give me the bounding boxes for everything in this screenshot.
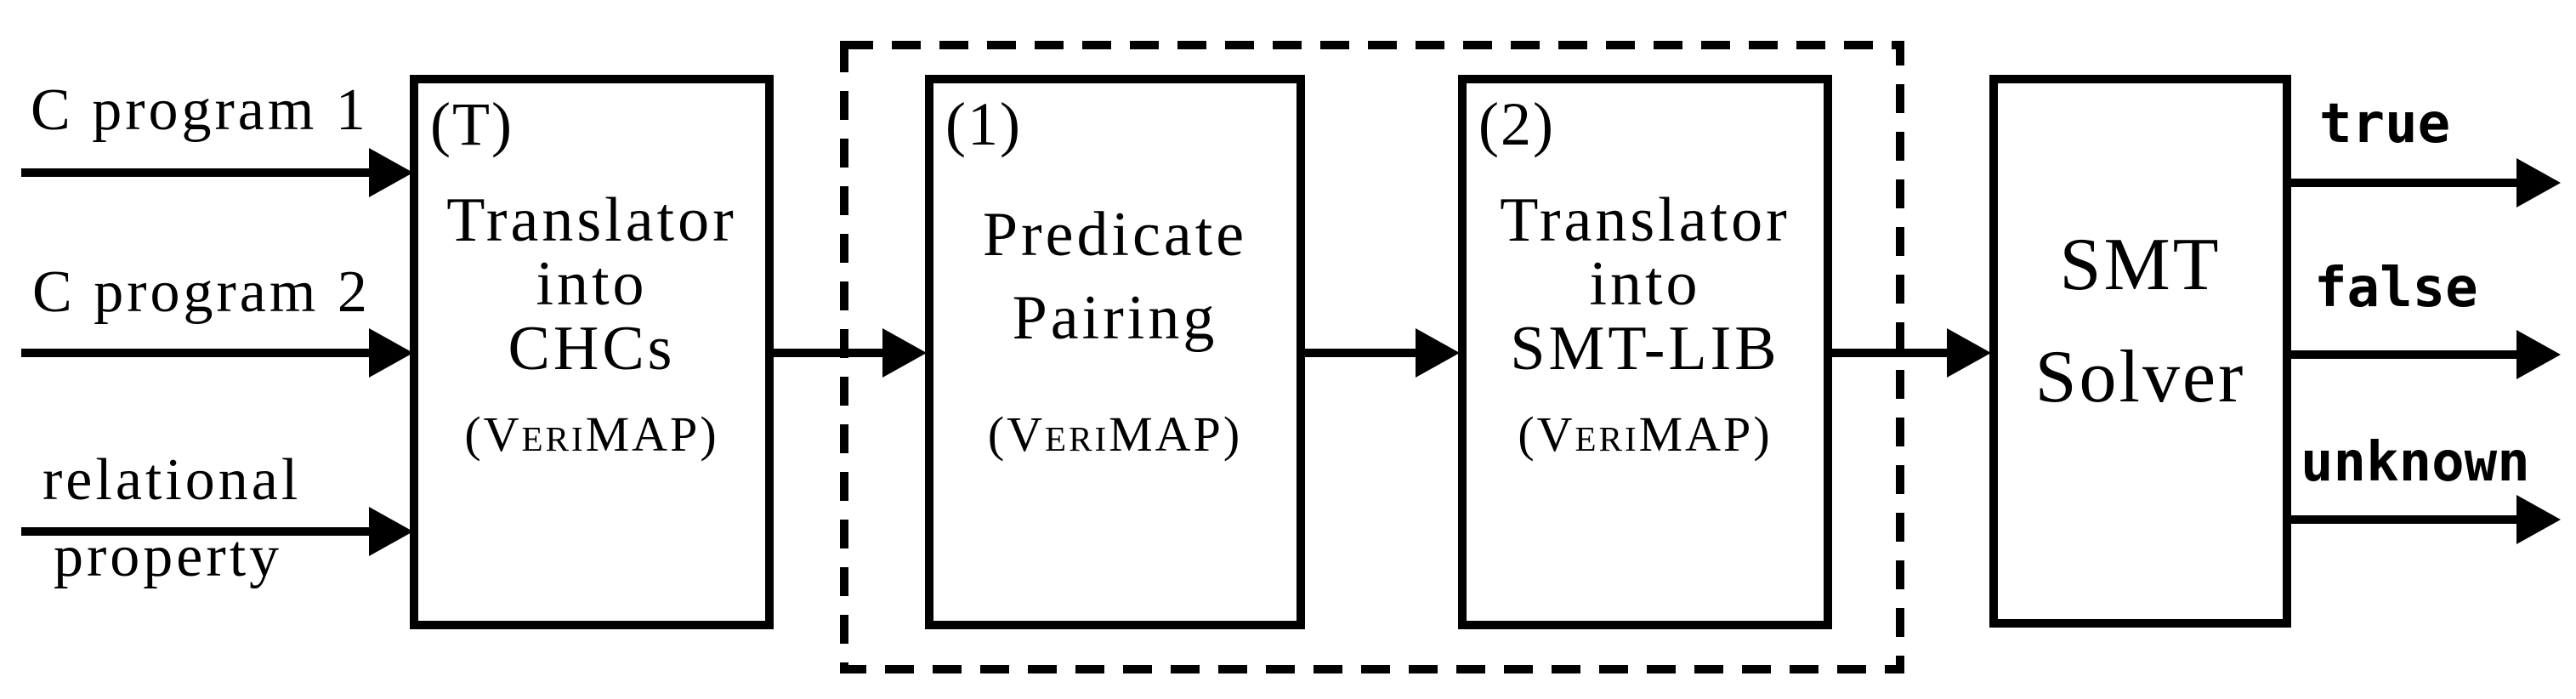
box-title: Translator into CHCs: [418, 185, 765, 384]
box-title: SMT Solver: [1998, 209, 2283, 434]
dashed-rectangle: [840, 41, 1904, 673]
arrow-shaft: [2289, 515, 2516, 524]
arrowhead-icon: [1416, 328, 1460, 378]
arrow-shaft: [774, 349, 882, 357]
output-label-unknown: unknown: [2301, 431, 2530, 494]
box-title: Translator into SMT-LIB: [1467, 185, 1824, 384]
arrowhead-icon: [882, 328, 927, 378]
box-title-line: SMT-LIB: [1510, 313, 1780, 384]
arrowhead-icon: [369, 148, 413, 197]
box-tag: (2): [1478, 90, 1555, 158]
box-title-line: into: [536, 249, 648, 320]
box-tool-label: (VeriMAP): [464, 406, 719, 462]
box-translator-into-smtlib: (2) Translator into SMT-LIB (VeriMAP): [1458, 75, 1832, 629]
arrowhead-icon: [2516, 158, 2561, 207]
box-title-line: Predicate: [982, 200, 1248, 270]
arrow-shaft: [21, 349, 369, 357]
arrow-shaft: [21, 168, 369, 177]
box-tag: (1): [945, 90, 1022, 158]
input-label-c-program-2: C program 2: [32, 259, 371, 325]
input-label-property: property: [54, 524, 283, 589]
box-title-line: Solver: [2034, 336, 2246, 418]
box-title: Predicate Pairing: [933, 194, 1297, 360]
dashed-group-frame: [840, 41, 1904, 678]
box-smt-solver: SMT Solver: [1989, 75, 2291, 628]
box-predicate-pairing: (1) Predicate Pairing (VeriMAP): [925, 75, 1305, 629]
box-title-line: SMT: [2059, 224, 2221, 306]
box-tag: (T): [430, 90, 513, 158]
box-tool-label: (VeriMAP): [1518, 406, 1773, 462]
output-label-false: false: [2314, 257, 2478, 320]
box-tool-label: (VeriMAP): [987, 406, 1243, 462]
box-title-line: Pairing: [1012, 282, 1218, 353]
input-label-c-program-1: C program 1: [31, 77, 369, 143]
arrowhead-icon: [369, 328, 413, 378]
arrowhead-icon: [369, 507, 413, 556]
box-title-line: Translator: [1500, 185, 1790, 255]
box-title-line: Translator: [446, 185, 737, 255]
arrow-shaft: [2289, 179, 2516, 187]
arrow-shaft: [1305, 349, 1416, 357]
arrowhead-icon: [1947, 328, 1991, 378]
box-translator-into-chcs: (T) Translator into CHCs (VeriMAP): [410, 75, 774, 629]
arrow-shaft: [21, 527, 369, 536]
arrow-shaft: [2289, 350, 2516, 359]
arrowhead-icon: [2516, 330, 2561, 379]
arrow-shaft: [1832, 349, 1947, 357]
box-title-line: CHCs: [508, 313, 676, 384]
input-label-relational: relational: [43, 447, 302, 513]
arrowhead-icon: [2516, 495, 2561, 544]
box-title-line: into: [1589, 249, 1701, 320]
output-label-true: true: [2319, 93, 2451, 156]
